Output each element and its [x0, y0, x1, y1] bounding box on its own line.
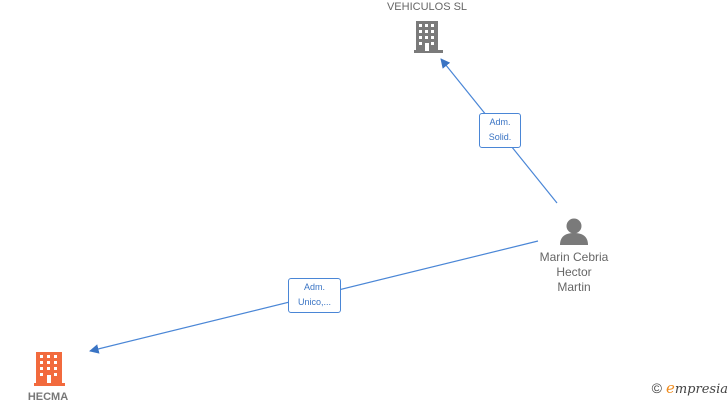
edge-label-adm-unico[interactable]: Adm. Unico,... [288, 278, 341, 313]
person-name-line: Marin Cebria [539, 250, 609, 264]
edge-label-line: Solid. [488, 132, 512, 142]
person-icon[interactable] [560, 218, 588, 246]
person-name-line: Martin [557, 280, 591, 294]
copyright-icon: © [651, 380, 662, 396]
person-name[interactable]: Marin Cebria Hector Martin [524, 250, 624, 295]
edge-label-line: Adm. [489, 117, 511, 127]
empresia-logo[interactable]: ©empresia [652, 379, 728, 397]
person-name-line: Hector [556, 265, 592, 279]
building-icon[interactable] [414, 21, 443, 53]
brand-name: mpresia [674, 382, 728, 397]
building-icon[interactable] [34, 352, 65, 386]
company-label-hecma[interactable]: HECMA [27, 391, 69, 403]
edge-label-line: Unico,... [297, 297, 331, 307]
edge-label-adm-solid[interactable]: Adm. Solid. [479, 113, 521, 148]
edge-label-line: Adm. [303, 282, 325, 292]
company-label-vehiculos[interactable]: VEHICULOS SL [386, 1, 468, 13]
brand-initial: e [665, 379, 675, 397]
